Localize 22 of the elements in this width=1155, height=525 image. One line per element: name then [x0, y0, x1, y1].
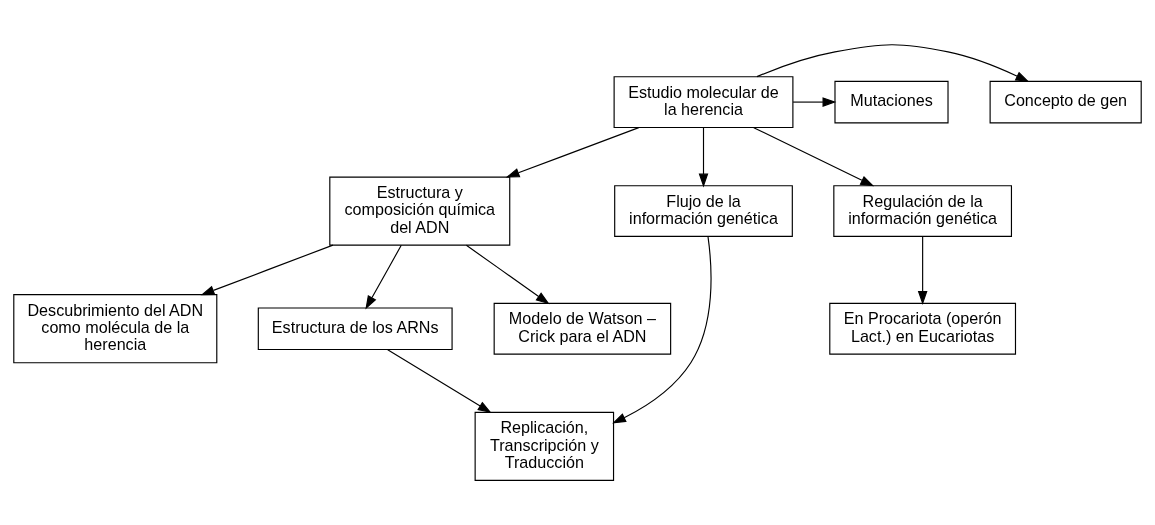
node-box: Descubrimiento del ADN como molécula de la herencia	[13, 294, 218, 364]
node-box: Flujo de la información genética	[614, 185, 793, 238]
node-box: Estructura y composición química del ADN	[329, 176, 511, 246]
node-box: Estudio molecular de la herencia	[613, 76, 794, 129]
arrow	[753, 127, 875, 187]
arrow	[505, 127, 640, 178]
node-box: Replicación, Transcripción y Traducción	[474, 411, 615, 481]
node-box: Estructura de los ARNs	[257, 307, 453, 351]
node-box: Concepto de gen	[989, 80, 1142, 124]
arrow	[917, 236, 928, 305]
arrow	[365, 244, 402, 310]
arrow	[200, 244, 334, 296]
node-box: Regulación de la información genética	[833, 185, 1013, 238]
arrow	[698, 127, 709, 188]
arrow	[465, 244, 550, 305]
arrow	[792, 97, 837, 107]
arrow	[756, 44, 1030, 83]
node-box: Mutaciones	[834, 80, 949, 124]
node-box: En Procariota (operón Lact.) en Eucariotas	[829, 302, 1017, 355]
arrow	[387, 349, 492, 414]
arrow	[612, 236, 712, 424]
node-box: Modelo de Watson – Crick para el ADN	[493, 302, 672, 355]
